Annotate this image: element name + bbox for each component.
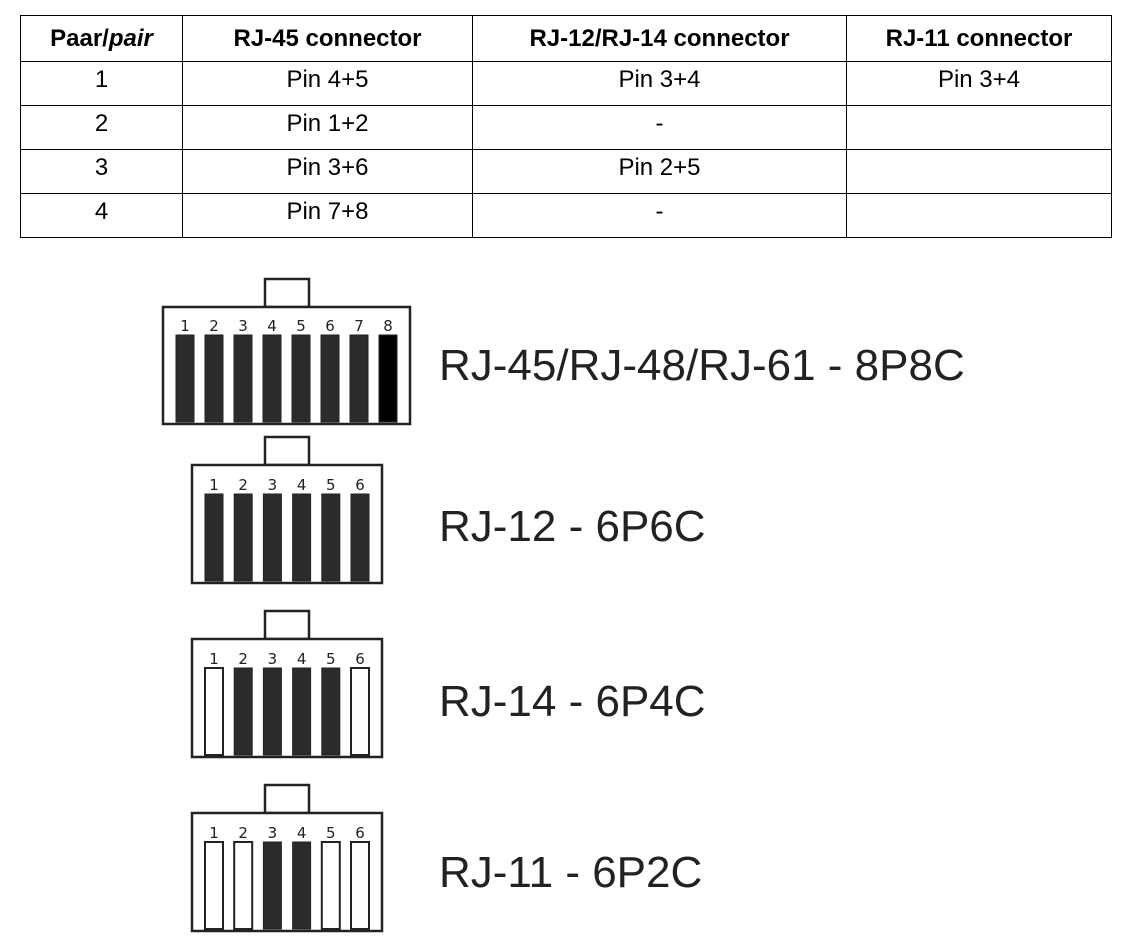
pin-number: 7 xyxy=(354,317,364,335)
pin-contact-empty xyxy=(233,841,254,930)
pin-number: 1 xyxy=(209,476,219,494)
pin-number: 2 xyxy=(238,824,248,842)
pin-contact-filled xyxy=(350,493,370,582)
pin-contact-empty xyxy=(204,841,224,930)
pin-contact-filled xyxy=(378,334,398,423)
pin-contact-empty xyxy=(350,841,370,930)
pin-number: 4 xyxy=(267,317,277,335)
header-rj11: RJ-11 connector xyxy=(846,15,1112,62)
cell-rj45: Pin 7+8 xyxy=(182,193,473,238)
pin-number: 6 xyxy=(355,650,365,668)
pin-number: 6 xyxy=(355,476,365,494)
pin-number: 1 xyxy=(209,650,219,668)
connector-rj45: 1 2 3 4 5 6 7 8RJ-45/RJ-48/RJ-61 - 8P8C xyxy=(161,277,965,426)
connector-latch-tab xyxy=(263,783,311,815)
pin-number: 3 xyxy=(238,317,248,335)
connector-body xyxy=(190,463,384,585)
connector-rj14: 1 2 3 4 5 6RJ-14 - 6P4C xyxy=(190,609,706,759)
pin-contact-filled xyxy=(320,334,340,423)
table-row: 1 Pin 4+5 Pin 3+4 Pin 3+4 xyxy=(20,61,1112,106)
connector-label: RJ-12 - 6P6C xyxy=(439,502,706,551)
cell-rj11 xyxy=(846,193,1112,238)
cell-rj45: Pin 1+2 xyxy=(182,105,473,150)
pin-contact-filled xyxy=(233,334,253,423)
pin-contact-filled xyxy=(233,493,253,582)
pin-contact-filled xyxy=(292,841,312,930)
pin-number: 8 xyxy=(383,317,393,335)
pin-number: 1 xyxy=(180,317,190,335)
header-pair-italic: pair xyxy=(108,24,153,52)
cell-rj12-rj14: Pin 3+4 xyxy=(472,61,847,106)
pin-contact-filled xyxy=(233,667,253,756)
pin-contact-filled xyxy=(262,493,282,582)
table-row: 4 Pin 7+8 - xyxy=(20,193,1112,238)
pin-number: 1 xyxy=(209,824,219,842)
cell-rj12-rj14: - xyxy=(472,193,847,238)
connector-body xyxy=(161,305,412,426)
pin-contact-filled xyxy=(292,493,312,582)
pin-contact-empty xyxy=(204,667,224,756)
header-pair: Paar/pair xyxy=(20,15,183,62)
pin-assignment-table: Paar/pair RJ-45 connector RJ-12/RJ-14 co… xyxy=(20,15,1112,238)
pin-contact-filled xyxy=(262,841,282,930)
connector-label: RJ-14 - 6P4C xyxy=(439,677,706,726)
pin-contact-empty xyxy=(350,667,370,756)
pin-contact-filled xyxy=(175,334,195,423)
cell-pair: 4 xyxy=(20,193,183,238)
pin-number: 5 xyxy=(296,317,306,335)
pin-number: 5 xyxy=(326,650,336,668)
pin-contact-filled xyxy=(321,667,341,756)
cell-rj11: Pin 3+4 xyxy=(846,61,1112,106)
pin-number: 4 xyxy=(297,824,307,842)
pin-contact-filled xyxy=(204,493,224,582)
pin-number: 2 xyxy=(238,476,248,494)
pin-number: 5 xyxy=(326,476,336,494)
pin-contact-empty xyxy=(320,841,341,930)
pin-contact-filled xyxy=(262,667,282,756)
pin-number: 6 xyxy=(355,824,365,842)
pin-contact-filled xyxy=(292,667,312,756)
connector-latch-tab xyxy=(263,609,311,641)
pin-contact-filled xyxy=(262,334,282,423)
header-rj12-rj14: RJ-12/RJ-14 connector xyxy=(472,15,847,62)
connector-latch-tab xyxy=(263,435,311,467)
connector-latch-tab xyxy=(263,277,311,309)
pin-number: 5 xyxy=(326,824,336,842)
pin-number: 4 xyxy=(297,650,307,668)
pin-number: 2 xyxy=(238,650,248,668)
cell-pair: 1 xyxy=(20,61,183,106)
pin-contact-filled xyxy=(291,334,311,423)
pin-contact-filled xyxy=(321,493,341,582)
cell-rj45: Pin 3+6 xyxy=(182,149,473,194)
connector-label: RJ-11 - 6P2C xyxy=(439,848,702,897)
connector-rj11: 1 2 3 4 5 6RJ-11 - 6P2C xyxy=(190,783,702,933)
pin-number: 6 xyxy=(325,317,335,335)
pin-number: 4 xyxy=(297,476,307,494)
pin-contact-filled xyxy=(349,334,369,423)
connector-label: RJ-45/RJ-48/RJ-61 - 8P8C xyxy=(439,341,965,390)
header-pair-main: Paar/ xyxy=(50,24,109,52)
pin-number: 3 xyxy=(268,824,278,842)
pin-contact-filled xyxy=(204,334,224,423)
connector-rj12: 1 2 3 4 5 6RJ-12 - 6P6C xyxy=(190,435,706,585)
pin-number: 2 xyxy=(209,317,219,335)
pin-number: 3 xyxy=(268,650,278,668)
pin-number: 3 xyxy=(268,476,278,494)
cell-rj12-rj14: Pin 2+5 xyxy=(472,149,847,194)
